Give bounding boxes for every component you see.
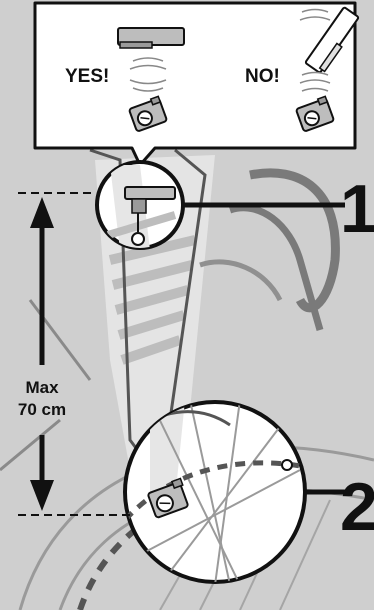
detail-circle-sensor [97, 162, 183, 250]
distance-label-max: Max [25, 378, 59, 397]
arrow-down-icon [30, 480, 54, 511]
sensor-icon [118, 28, 184, 48]
yes-label: YES! [65, 66, 109, 87]
detail-circle-magnet [125, 400, 320, 585]
no-label: NO! [245, 66, 280, 87]
step-number-2: 2 [340, 469, 374, 545]
distance-label-value: 70 cm [18, 400, 66, 419]
step-number-1: 1 [340, 171, 374, 247]
arrow-up-icon [30, 197, 54, 228]
